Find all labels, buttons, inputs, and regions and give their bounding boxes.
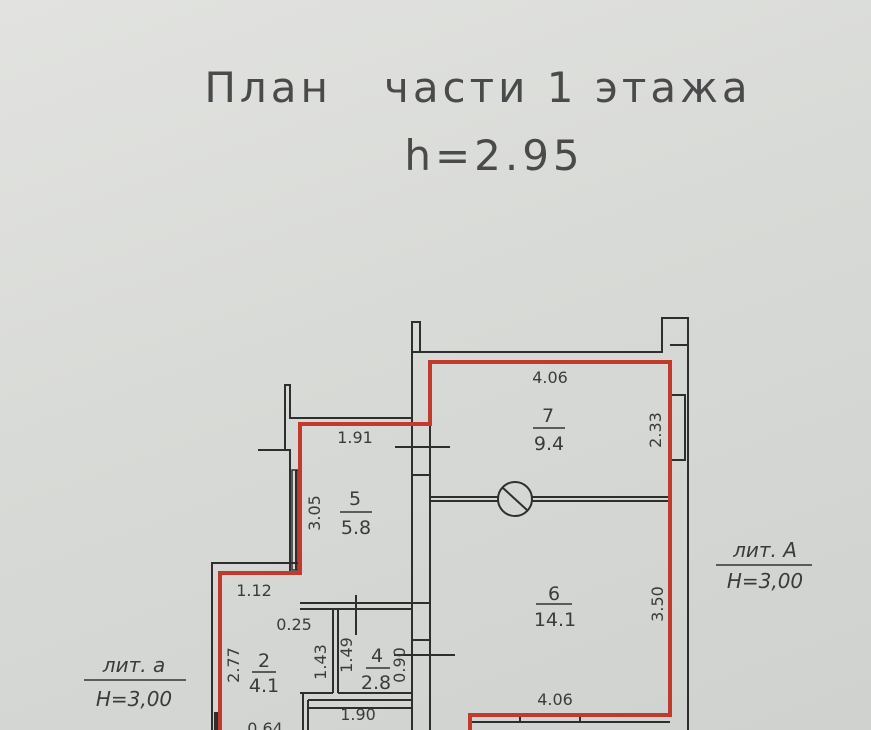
room-number: 5 <box>349 488 361 510</box>
plan-title: План части 1 этажа <box>204 63 751 112</box>
room-area: 5.8 <box>341 517 371 539</box>
walls <box>211 317 689 730</box>
dim-corridor: 1.90 <box>340 705 376 724</box>
room-number: 6 <box>548 583 560 605</box>
lit-main-height: Н=3,00 <box>727 569 803 593</box>
ceiling-height: h=2.95 <box>404 131 583 180</box>
lit-main: лит. А <box>732 538 797 562</box>
dim-r2-inner: 1.43 <box>311 644 330 680</box>
building-annex-label: лит. а Н=3,00 <box>84 653 186 711</box>
room-area: 14.1 <box>534 609 576 631</box>
room-area: 4.1 <box>249 675 279 697</box>
dim-r2-depth: 2.77 <box>224 647 243 683</box>
room-number: 2 <box>258 650 270 672</box>
room-7: 7 9.4 <box>533 405 565 455</box>
lit-annex: лит. а <box>102 653 165 677</box>
room-number: 7 <box>542 405 554 427</box>
dimensions: 4.06 2.33 1.91 3.05 3.50 4.06 1.12 2.77 … <box>224 368 667 730</box>
riser-symbol-icon <box>497 481 533 517</box>
dim-r7-width: 4.06 <box>532 368 568 387</box>
dim-r5-depth: 3.05 <box>305 495 324 531</box>
dim-r7-depth: 2.33 <box>646 412 665 448</box>
room-area: 9.4 <box>534 433 564 455</box>
riser-symbol-slash <box>502 487 528 511</box>
room-2: 2 4.1 <box>249 650 279 697</box>
dim-r2-width: 1.12 <box>236 581 272 600</box>
room-area: 2.8 <box>361 672 391 694</box>
dim-r6-width: 4.06 <box>537 690 573 709</box>
dim-r4-depth: 1.49 <box>337 637 356 673</box>
room-6: 6 14.1 <box>534 583 576 631</box>
room-5: 5 5.8 <box>340 488 372 539</box>
room-4: 4 2.8 <box>361 645 391 694</box>
dim-r5-width: 1.91 <box>337 428 373 447</box>
dim-r4-width: 0.90 <box>390 647 409 683</box>
dim-bottom-left: 0.64 <box>247 719 283 730</box>
building-main-label: лит. А Н=3,00 <box>716 538 812 593</box>
lit-annex-height: Н=3,00 <box>96 687 172 711</box>
room-number: 4 <box>371 645 383 667</box>
dim-r6-depth: 3.50 <box>648 586 667 622</box>
apartment-boundary <box>218 360 672 730</box>
dim-niche: 0.25 <box>276 615 312 634</box>
